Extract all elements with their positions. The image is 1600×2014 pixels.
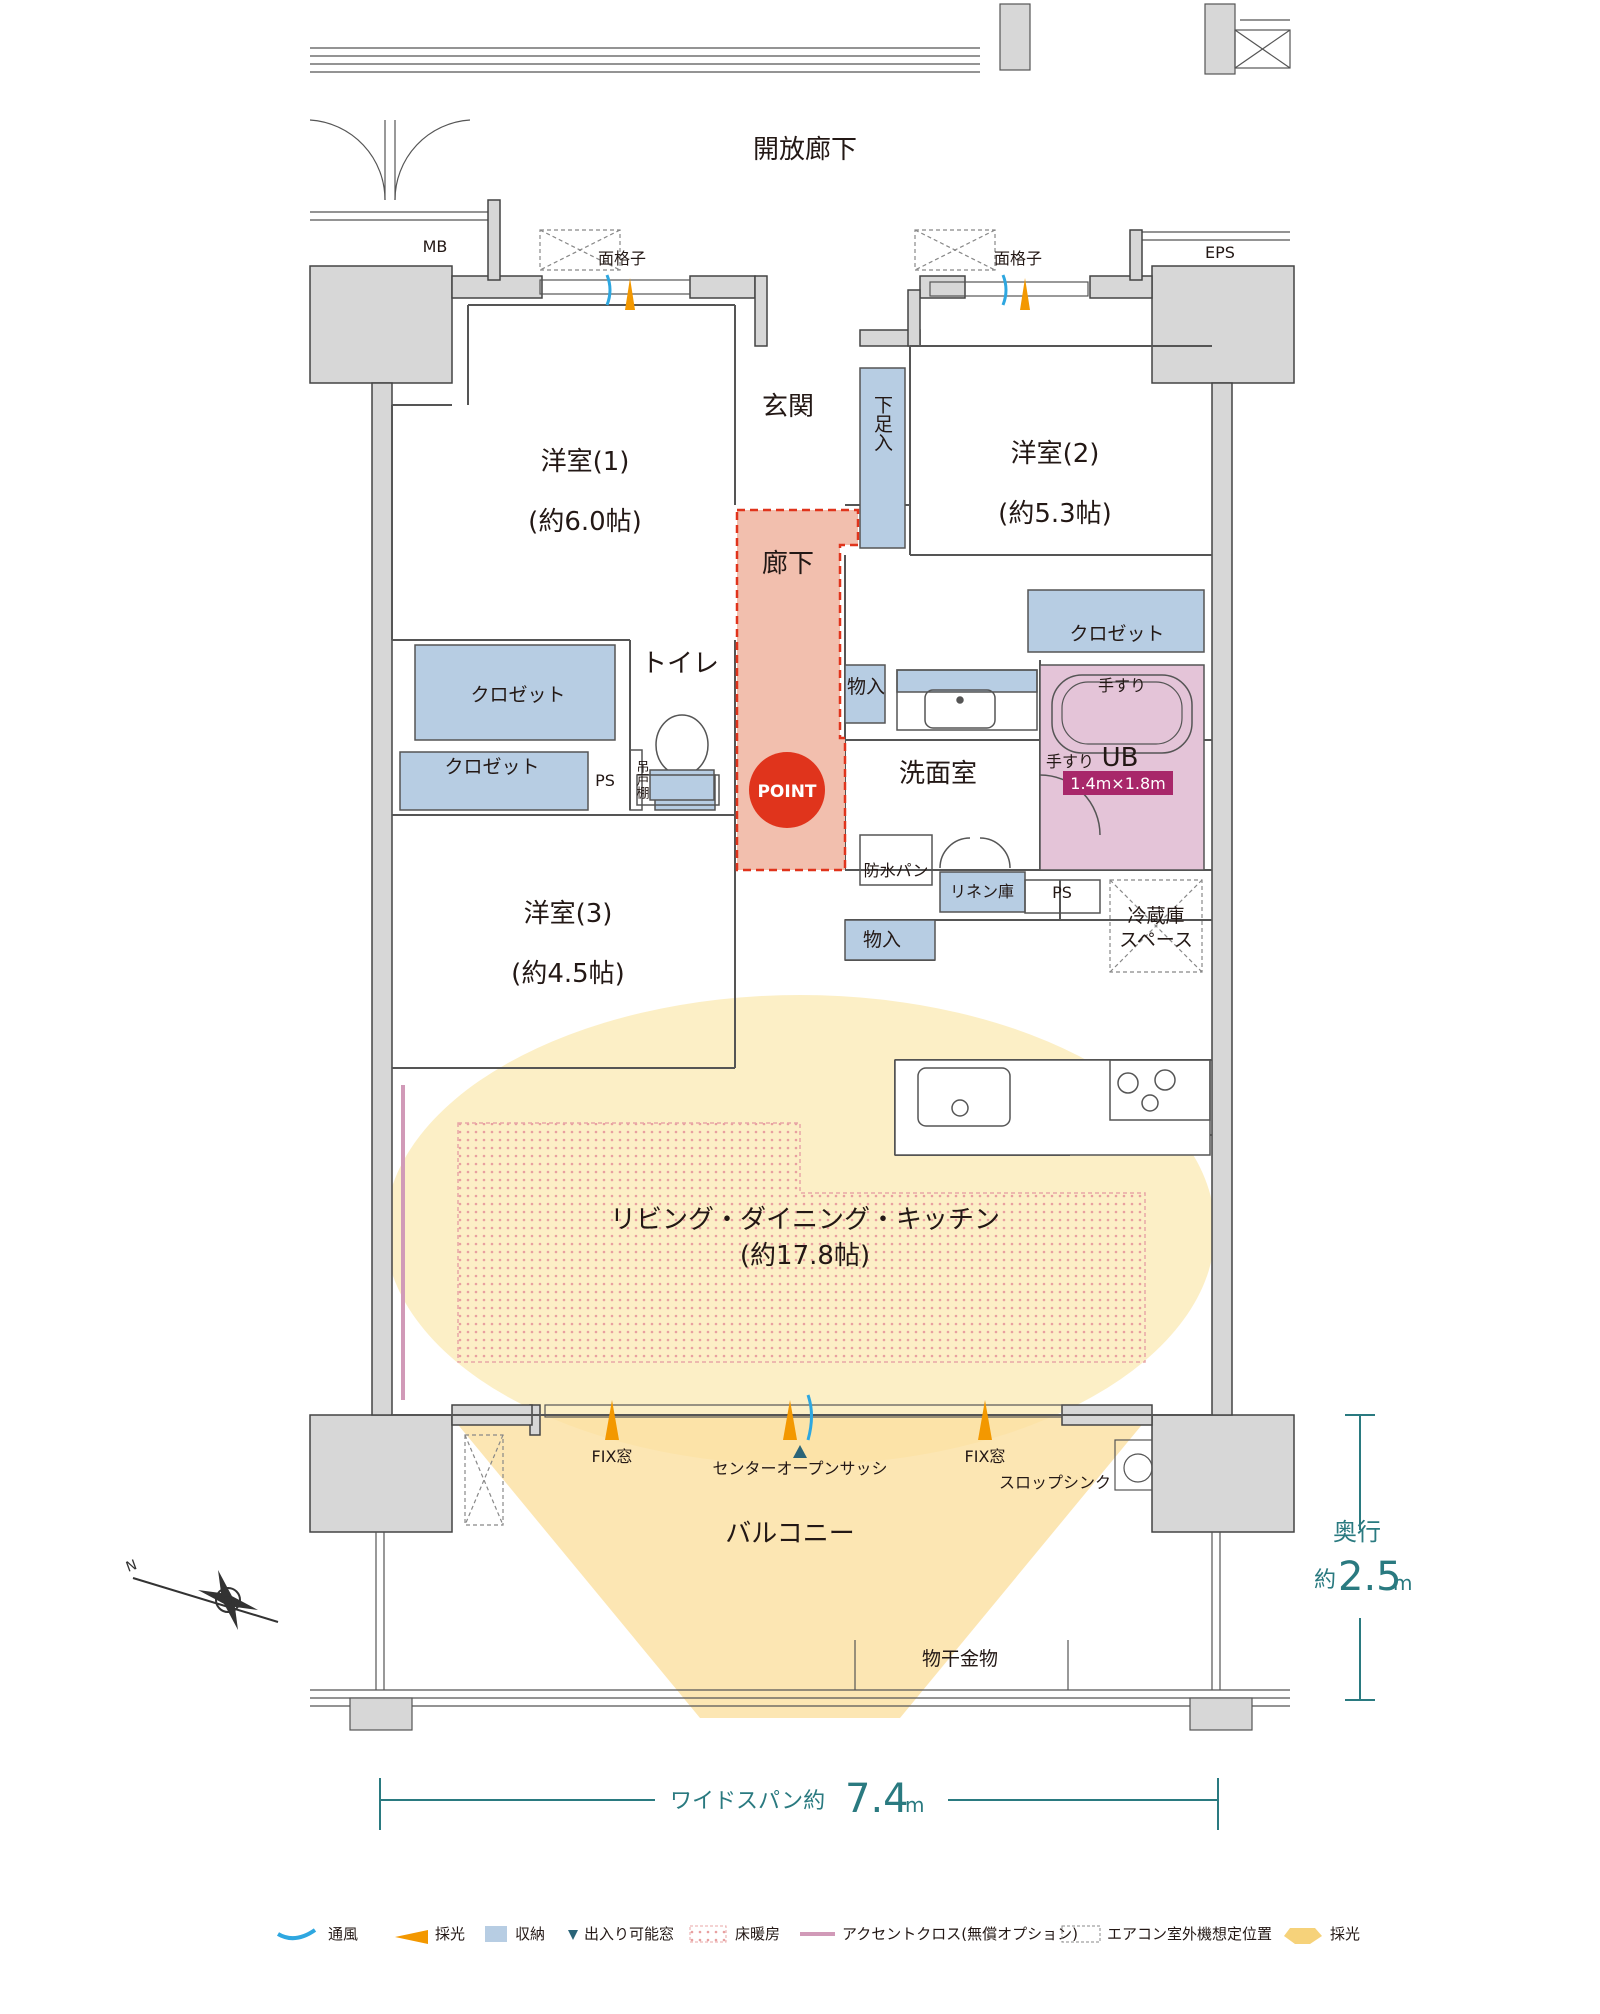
depth-label: 奥行 (1333, 1518, 1381, 1546)
fridge-line1-label: 冷蔵庫 (1127, 905, 1184, 927)
western2-label: 洋室(2) (1011, 439, 1100, 469)
point-label: POINT (757, 782, 816, 802)
compass-north-label: N (124, 1557, 139, 1576)
daylight-zone-icon (1284, 1928, 1322, 1944)
western3-label: 洋室(3) (524, 899, 613, 929)
floor-heating-icon (689, 1925, 727, 1943)
balcony-label: バルコニー (725, 1519, 854, 1549)
washroom-fixtures (859, 669, 1101, 914)
slop-sink-label: スロップシンク (999, 1473, 1111, 1492)
entry-window-icon (568, 1930, 578, 1940)
handrail1-label: 手すり (1098, 676, 1146, 695)
width-value: 7.4 (845, 1776, 909, 1822)
legend-label-7: 採光 (1330, 1925, 1360, 1943)
legend-label-5: アクセントクロス(無償オプション) (842, 1925, 1078, 1943)
legend-label-1: 採光 (435, 1925, 465, 1943)
western1-label: 洋室(1) (541, 447, 630, 477)
ldk-size: (約17.8帖) (740, 1241, 870, 1271)
western1-size: (約6.0帖) (528, 507, 642, 537)
depth-value: 2.5 (1338, 1554, 1402, 1600)
ldk-label: リビング・ダイニング・キッチン (610, 1205, 1000, 1235)
legend-label-3: 出入り可能窓 (584, 1925, 674, 1943)
hanging-shelf-label: 吊戸棚 (634, 760, 650, 799)
storage-small2-label: 物入 (863, 929, 901, 951)
daylight-arrow-icon (395, 1930, 428, 1944)
depth-unit: m (1393, 1571, 1412, 1595)
toilet-label: トイレ (641, 649, 719, 679)
point-badge[interactable]: POINT (749, 752, 825, 828)
ub-label: UB (1102, 743, 1139, 773)
closet-w3-label: クロゼット (444, 756, 539, 778)
legend-label-2: 収納 (515, 1925, 545, 1943)
entrance-label: 玄関 (762, 392, 814, 422)
hallway-label: 廊下 (762, 549, 814, 579)
storage-small1-label: 物入 (847, 676, 885, 698)
eps-label: EPS (1205, 243, 1235, 262)
ps-right-label: PS (1052, 883, 1072, 902)
floor-heating-area (457, 1122, 1146, 1363)
storage-icon (485, 1926, 507, 1942)
closet-w1-label: クロゼット (470, 684, 565, 706)
structure-walls (309, 199, 1295, 1533)
entry-window-marker (793, 1445, 807, 1458)
windows (539, 279, 1089, 1418)
ub-size-box (1063, 771, 1173, 795)
fridge-line2-label: スペース (1119, 929, 1193, 951)
room-labels: 開放廊下 MB EPS 面格子 面格子 玄関 廊下 洋室(1) (約6.0帖) … (423, 135, 1235, 1670)
mb-label: MB (423, 237, 448, 256)
compass-icon: N (124, 1557, 279, 1630)
width-unit: m (905, 1793, 924, 1817)
ac-outdoor-units (464, 229, 996, 1526)
grille-left-label: 面格子 (598, 249, 646, 268)
waterproof-pan-label: 防水パン (864, 861, 929, 880)
bath-unit (1039, 664, 1205, 871)
legend-label-4: 床暖房 (735, 1925, 780, 1943)
daylight-arrows (605, 278, 1030, 1440)
width-label: ワイドスパン約 (670, 1789, 825, 1814)
fix-left-label: FIX窓 (592, 1447, 633, 1466)
upper-corridor-lines (309, 3, 1291, 241)
balcony-structure (310, 1439, 1290, 1731)
drying-hardware-label: 物干金物 (922, 1648, 998, 1670)
legend-label-6: エアコン室外機想定位置 (1107, 1925, 1272, 1943)
legend: 通風 採光 収納 出入り可能窓 床暖房 アクセントクロス(無償オプション) エア… (276, 1925, 1360, 1944)
grille-right-label: 面格子 (994, 249, 1042, 268)
linen-label: リネン庫 (950, 882, 1014, 901)
western3-size: (約4.5帖) (511, 959, 625, 989)
ac-outdoor-icon (1061, 1925, 1101, 1943)
kitchen-counter (894, 1059, 1211, 1156)
depth-dimension-line (1345, 1414, 1375, 1701)
legend-label-0: 通風 (328, 1925, 358, 1943)
toilet-fixture (629, 714, 720, 811)
ventilation-icon (276, 1928, 317, 1941)
ub-size-label: 1.4m×1.8m (1070, 774, 1165, 793)
western2-size: (約5.3帖) (998, 499, 1112, 529)
washroom-label: 洗面室 (899, 759, 977, 789)
center-sash-label: センターオープンサッシ (712, 1459, 887, 1478)
ventilation-marks (605, 274, 1008, 1441)
width-dimension-line (379, 1778, 1219, 1830)
fix-right-label: FIX窓 (965, 1447, 1006, 1466)
corridor-label: 開放廊下 (753, 135, 857, 165)
handrail2-label: 手すり (1046, 752, 1094, 771)
ps-left-label: PS (595, 771, 615, 790)
shoe-storage-label: 下足入 (871, 395, 893, 452)
depth-prefix: 約 (1314, 1568, 1336, 1593)
fridge-space (1109, 879, 1203, 973)
closet-w2-label: クロゼット (1069, 623, 1164, 645)
